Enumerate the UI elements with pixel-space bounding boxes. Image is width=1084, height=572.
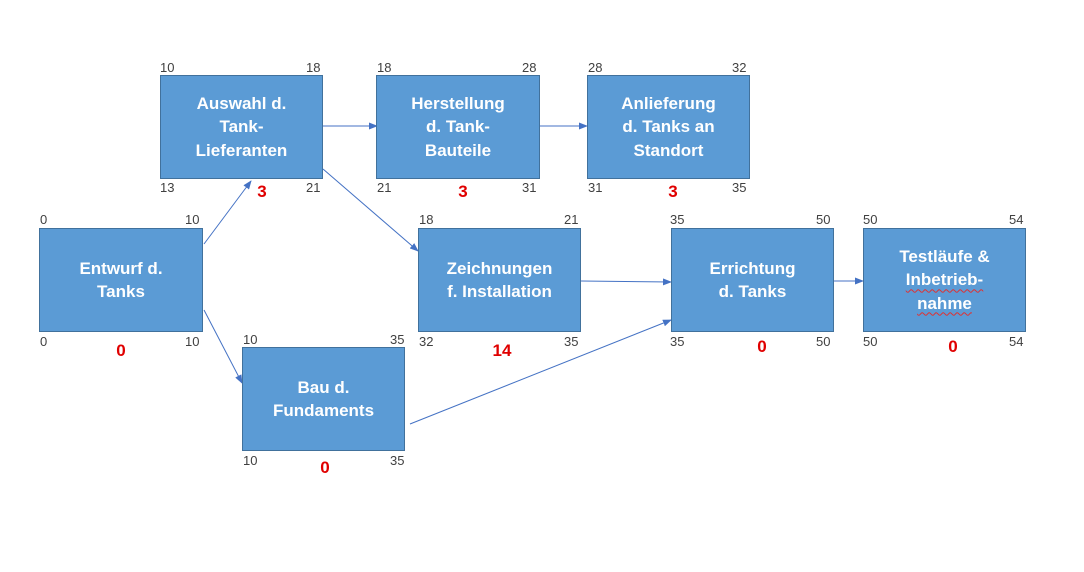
node-herstellung: Herstellung d. Tank- Bauteile (376, 75, 540, 179)
late-start: 13 (160, 180, 175, 195)
node-label: Zeichnungen f. Installation (446, 258, 553, 301)
early-finish: 21 (564, 212, 579, 227)
node-label: Entwurf d. Tanks (79, 258, 163, 301)
early-start: 28 (588, 60, 603, 75)
early-finish: 54 (1009, 212, 1024, 227)
node-label: Herstellung d. Tank- Bauteile (411, 93, 505, 160)
node-label-line: Testläufe & (899, 246, 990, 266)
early-finish: 18 (306, 60, 321, 75)
node-anlieferung: Anlieferung d. Tanks an Standort (587, 75, 750, 179)
spellcheck-underlined-word: nahme (917, 293, 972, 313)
early-finish: 35 (390, 332, 405, 347)
late-start: 0 (40, 334, 48, 349)
early-start: 18 (419, 212, 434, 227)
slack-value: 3 (257, 182, 267, 201)
slack-value: 3 (668, 182, 678, 201)
early-finish: 50 (816, 212, 831, 227)
early-finish: 28 (522, 60, 537, 75)
late-start: 10 (243, 453, 258, 468)
late-finish: 21 (306, 180, 321, 195)
late-finish: 31 (522, 180, 537, 195)
late-finish: 50 (816, 334, 831, 349)
late-finish: 35 (390, 453, 405, 468)
node-zeichnungen: Zeichnungen f. Installation (418, 228, 581, 332)
slack-value: 14 (492, 341, 512, 360)
slack-value: 0 (320, 458, 330, 477)
spellcheck-underlined-word: Inbetrieb- (905, 270, 984, 290)
late-start: 21 (377, 180, 392, 195)
early-start: 18 (377, 60, 392, 75)
early-start: 50 (863, 212, 878, 227)
node-testlaeufe: Testläufe & Inbetrieb- nahme (863, 228, 1026, 332)
late-finish: 35 (564, 334, 579, 349)
arrow-entwurf-bau (203, 309, 243, 384)
arrow-bau-errichtung (409, 319, 672, 425)
early-start: 35 (670, 212, 685, 227)
node-label: Testläufe & Inbetrieb- nahme (899, 245, 989, 315)
node-auswahl: Auswahl d. Tank- Lieferanten (160, 75, 323, 179)
late-start: 50 (863, 334, 878, 349)
arrow-entwurf-auswahl (203, 180, 252, 245)
late-finish: 54 (1009, 334, 1024, 349)
node-label: Errichtung d. Tanks (709, 258, 796, 301)
early-finish: 32 (732, 60, 747, 75)
early-start: 0 (40, 212, 48, 227)
node-bau: Bau d. Fundaments (242, 347, 405, 451)
node-label: Anlieferung d. Tanks an Standort (621, 93, 716, 160)
early-start: 10 (243, 332, 258, 347)
slack-value: 3 (458, 182, 468, 201)
late-finish: 10 (185, 334, 200, 349)
arrow-zeichnungen-errichtung (580, 278, 672, 286)
node-entwurf: Entwurf d. Tanks (39, 228, 203, 332)
slack-value: 0 (116, 341, 126, 360)
slack-value: 0 (757, 337, 767, 356)
early-finish: 10 (185, 212, 200, 227)
node-errichtung: Errichtung d. Tanks (671, 228, 834, 332)
late-start: 31 (588, 180, 603, 195)
late-start: 32 (419, 334, 434, 349)
arrow-auswahl-zeichnungen (322, 168, 419, 252)
late-finish: 35 (732, 180, 747, 195)
node-label: Bau d. Fundaments (272, 377, 375, 420)
late-start: 35 (670, 334, 685, 349)
early-start: 10 (160, 60, 175, 75)
node-label: Auswahl d. Tank- Lieferanten (195, 93, 288, 160)
slack-value: 0 (948, 337, 958, 356)
